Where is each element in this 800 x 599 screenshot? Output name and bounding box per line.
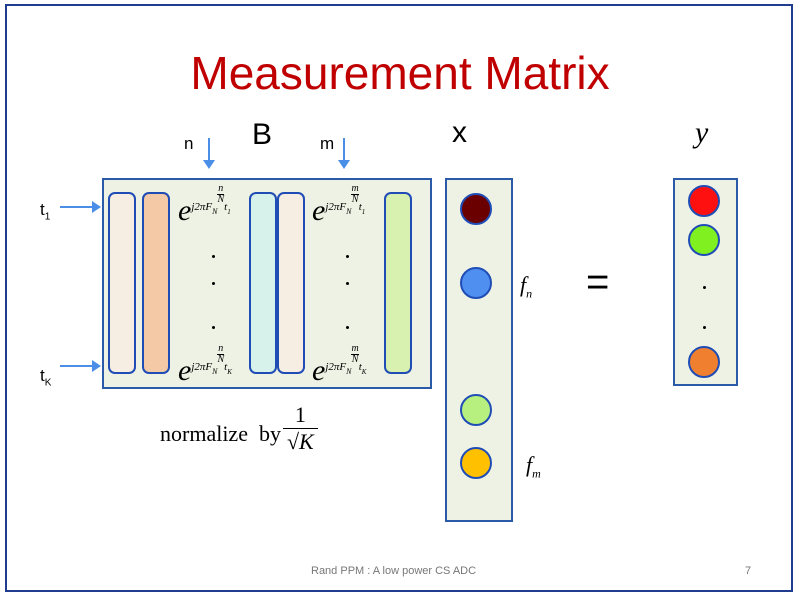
label-B: B bbox=[252, 118, 273, 151]
ellipsis-dot bbox=[346, 326, 349, 329]
label-t1: t1 bbox=[40, 200, 51, 223]
label-y: y bbox=[695, 116, 709, 149]
matrix-column bbox=[108, 192, 136, 374]
x-element-fn bbox=[460, 267, 492, 299]
x-element-fm bbox=[460, 447, 492, 479]
arrow-t1 bbox=[60, 206, 94, 208]
label-n: n bbox=[184, 134, 194, 153]
slide-frame bbox=[5, 4, 793, 592]
y-element-2 bbox=[688, 224, 720, 256]
arrow-t1-head bbox=[92, 201, 101, 213]
y-element-1 bbox=[688, 185, 720, 217]
ellipsis-dot bbox=[212, 255, 215, 258]
arrow-m-head bbox=[338, 160, 350, 169]
ellipsis-dot bbox=[346, 255, 349, 258]
arrow-tK bbox=[60, 365, 94, 367]
arrow-m bbox=[343, 138, 345, 166]
matrix-column-n bbox=[142, 192, 170, 374]
x-element-3 bbox=[460, 394, 492, 426]
slide-title: Measurement Matrix bbox=[190, 47, 610, 99]
page-number: 7 bbox=[745, 565, 752, 577]
label-fn: fn bbox=[520, 272, 533, 301]
equals-sign: = bbox=[586, 260, 610, 304]
arrow-n bbox=[208, 138, 210, 166]
matrix-column-m bbox=[384, 192, 412, 374]
ellipsis-dot bbox=[346, 282, 349, 285]
ellipsis-dot bbox=[212, 326, 215, 329]
arrow-tK-head bbox=[92, 360, 101, 372]
y-element-K bbox=[688, 346, 720, 378]
arrow-n-head bbox=[203, 160, 215, 169]
ellipsis-dot bbox=[703, 326, 706, 329]
label-m: m bbox=[320, 134, 335, 153]
x-element-1 bbox=[460, 193, 492, 225]
label-x: x bbox=[452, 116, 467, 149]
normalize-label: normalize by 1 √K bbox=[160, 402, 318, 455]
label-fm: fm bbox=[526, 452, 541, 481]
label-tK: tK bbox=[40, 366, 52, 389]
matrix-column bbox=[249, 192, 277, 374]
ellipsis-dot bbox=[703, 286, 706, 289]
ellipsis-dot bbox=[212, 282, 215, 285]
matrix-column bbox=[277, 192, 305, 374]
footer-text: Rand PPM : A low power CS ADC bbox=[311, 565, 477, 577]
